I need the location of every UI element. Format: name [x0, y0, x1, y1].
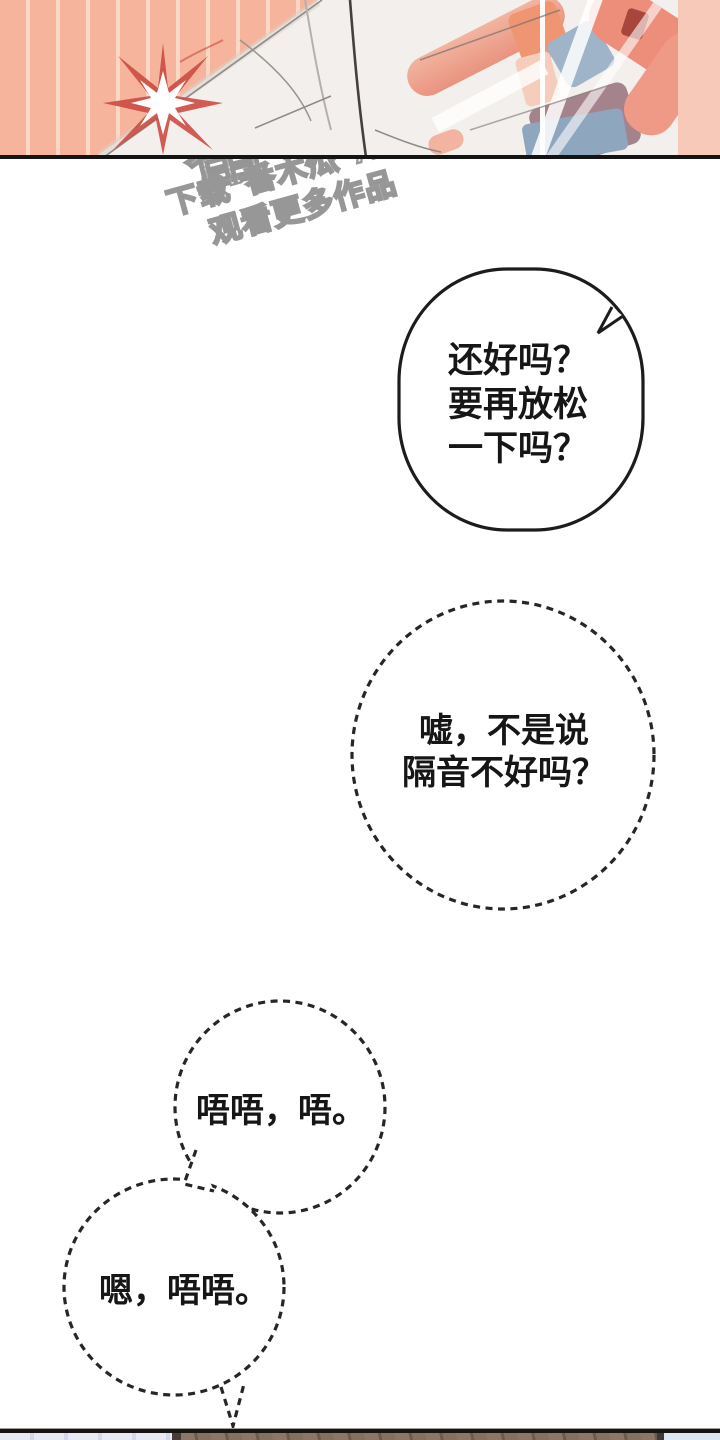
bubble-line: 要再放松 [448, 385, 589, 424]
art-segment [172, 1433, 181, 1440]
art-segment [181, 1433, 657, 1440]
art-segment [657, 1433, 664, 1440]
impact-starburst [103, 43, 223, 155]
top-comic-panel [0, 0, 720, 155]
thought-bubble-4-outline [62, 1177, 286, 1397]
bubble-line: 隔音不好吗？ [402, 754, 606, 792]
art-segment [0, 1433, 172, 1440]
bottom-panel-artwork [0, 1433, 720, 1440]
motion-streak [540, 0, 545, 155]
speech-bubble-1-outline [397, 267, 645, 532]
thought-bubble-3-outline [173, 999, 387, 1215]
thought-bubble-2-outline [350, 599, 656, 911]
bottom-comic-panel [0, 1428, 720, 1440]
panel-line-art [97, 0, 611, 155]
bubble-line: 唔唔，唔。 [196, 1092, 366, 1130]
panel-divider-line [0, 155, 720, 159]
bubble-line: 一下吗？ [448, 429, 589, 468]
thought-bubble-3-tail [181, 1149, 215, 1193]
bubble-line: 嗯，唔唔。 [99, 1272, 269, 1310]
bubble-line: 还好吗？ [448, 341, 589, 380]
speech-bubble-1-text: 还好吗？ 要再放松 一下吗？ [448, 339, 648, 471]
thought-bubble-3-text: 唔唔，唔。 [183, 1090, 379, 1132]
thought-bubble-4-text: 嗯，唔唔。 [84, 1270, 284, 1312]
thought-bubble-2-text: 嘘，不是说 隔音不好吗？ [383, 710, 625, 794]
art-shape [678, 0, 720, 155]
art-segment [664, 1433, 720, 1440]
panel-divider-line [0, 1428, 720, 1433]
thought-bubble-4-tail [219, 1383, 246, 1432]
speech-bubble-1-tail [596, 306, 624, 335]
bubble-line: 嘘，不是说 [419, 712, 589, 750]
